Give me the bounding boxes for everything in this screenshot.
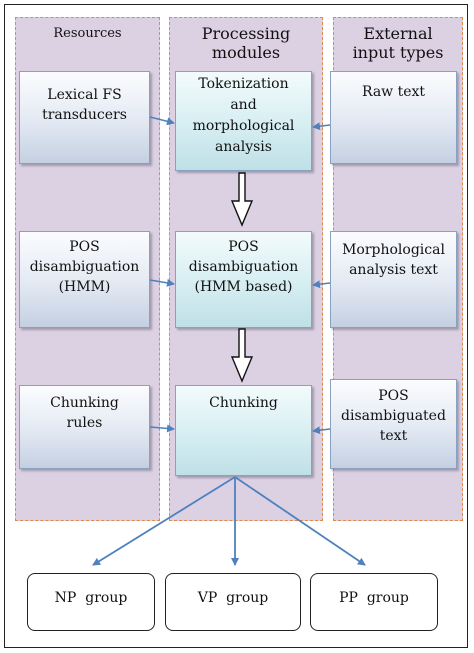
module-1-line-1: Tokenization	[198, 76, 289, 92]
output-vp-label: VP group	[197, 590, 269, 606]
resource-box-pos-disambiguation-hmm: POS disambiguation (HMM)	[19, 231, 150, 328]
resource-2-line-1: POS	[69, 239, 100, 255]
module-1-line-3: morphological	[192, 118, 295, 134]
processing-title-line-2: modules	[211, 43, 281, 62]
arrow-chunking-to-pp	[234, 476, 366, 566]
module-2-line-2: disambiguation	[188, 259, 299, 275]
output-vp-group: VP group	[165, 573, 301, 631]
connector-layer	[92, 116, 366, 566]
resource-box-chunking-rules: Chunking rules	[19, 385, 150, 469]
module-box-pos-disambiguation: POS disambiguation (HMM based)	[175, 231, 312, 328]
input-3-line-3: text	[379, 428, 408, 444]
output-np-label: NP group	[54, 590, 128, 606]
module-1-line-2: and	[230, 97, 257, 113]
output-np-group: NP group	[27, 573, 155, 631]
arrow-chunking-rules-to-chunking	[149, 424, 175, 433]
input-1-line-1: Raw text	[361, 84, 426, 100]
external-input-types-column-title: External input types	[334, 24, 462, 62]
input-2-line-1: Morphological	[342, 242, 445, 258]
module-1-line-4: analysis	[215, 139, 272, 155]
resources-column-title: Resources	[53, 26, 122, 41]
module-box-tokenization: Tokenization and morphological analysis	[175, 71, 312, 171]
arrow-lexical-to-tokenization	[149, 116, 175, 126]
module-box-chunking: Chunking	[175, 385, 312, 476]
arrow-raw-text-to-tokenization	[312, 122, 331, 131]
external-title-line-2: input types	[352, 43, 444, 62]
processing-modules-column-title: Processing modules	[170, 24, 322, 62]
arrow-pos-text-to-chunking	[312, 426, 331, 435]
module-3-line-1: Chunking	[209, 395, 278, 411]
resource-2-line-3: (HMM)	[58, 279, 111, 295]
resource-1-line-2: transducers	[42, 107, 127, 123]
resource-3-line-2: rules	[66, 415, 103, 431]
input-box-pos-disambiguated-text: POS disambiguated text	[330, 379, 457, 469]
module-2-line-3: (HMM based)	[194, 279, 293, 295]
diagram-frame: Resources Processing modules External in…	[4, 4, 468, 648]
input-2-line-2: analysis text	[349, 262, 438, 278]
input-box-morphological-analysis-text: Morphological analysis text	[330, 231, 457, 328]
resource-box-lexical-fs-transducers: Lexical FS transducers	[19, 71, 150, 164]
block-arrow-tokenization-to-pos	[230, 172, 254, 227]
external-title-line-1: External	[363, 24, 433, 43]
output-pp-group: PP group	[310, 573, 438, 631]
input-box-raw-text: Raw text	[330, 71, 457, 164]
module-2-line-1: POS	[228, 239, 259, 255]
resource-2-line-2: disambiguation	[29, 259, 140, 275]
resource-1-line-1: Lexical FS	[47, 87, 122, 103]
arrow-pos-resource-to-pos-module	[149, 278, 175, 287]
processing-title-line-1: Processing	[201, 24, 291, 43]
output-pp-label: PP group	[339, 590, 409, 606]
arrow-chunking-to-np	[92, 476, 236, 566]
input-3-line-1: POS	[378, 388, 409, 404]
input-3-line-2: disambiguated	[341, 408, 446, 424]
resource-3-line-1: Chunking	[50, 395, 119, 411]
block-arrow-pos-to-chunking	[230, 328, 254, 383]
arrow-morph-text-to-pos-module	[312, 280, 331, 289]
